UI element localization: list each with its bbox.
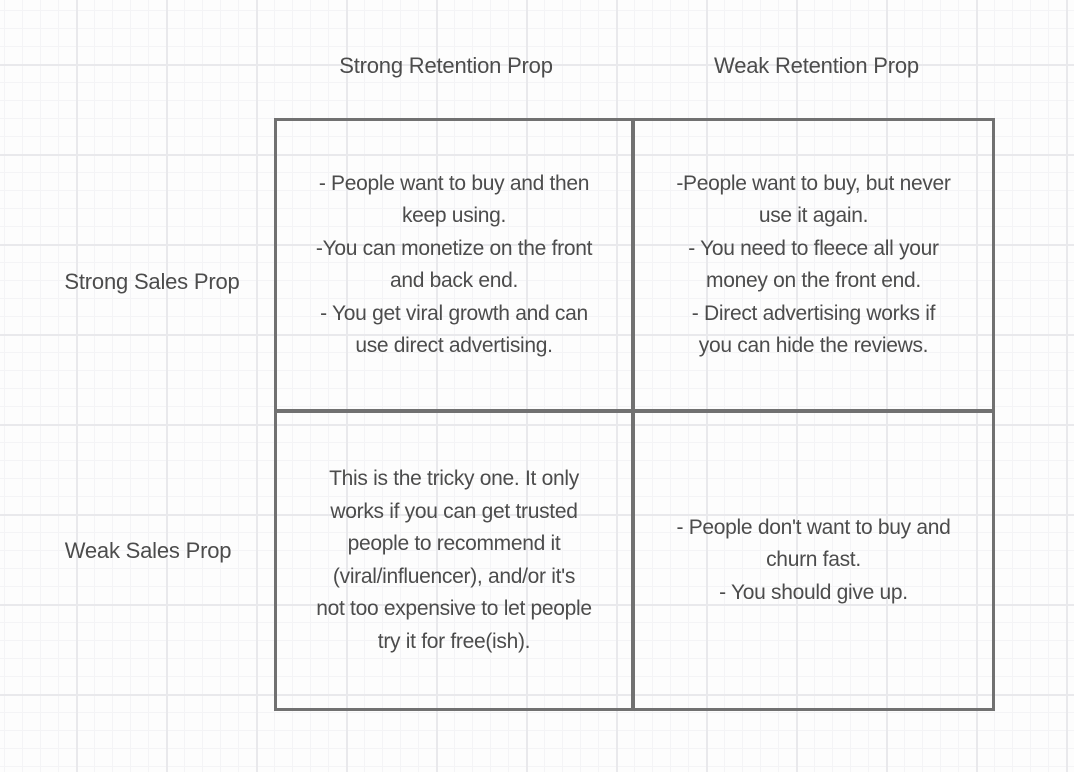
quadrant-weak-sales-weak-retention: - People don't want to buy and churn fas… xyxy=(633,411,992,708)
column-header-strong-retention: Strong Retention Prop xyxy=(339,53,553,78)
row-header-strong-sales: Strong Sales Prop xyxy=(64,269,240,294)
quadrant-strong-sales-weak-retention: -People want to buy, but never use it ag… xyxy=(633,121,992,411)
row-header-weak-sales: Weak Sales Prop xyxy=(64,538,232,563)
quadrant-weak-sales-strong-retention: This is the tricky one. It only works if… xyxy=(277,411,633,708)
column-header-weak-retention: Weak Retention Prop xyxy=(714,53,919,78)
quadrant-strong-sales-strong-retention: - People want to buy and then keep using… xyxy=(277,121,633,411)
two-by-two-matrix: - People want to buy and then keep using… xyxy=(274,118,995,711)
